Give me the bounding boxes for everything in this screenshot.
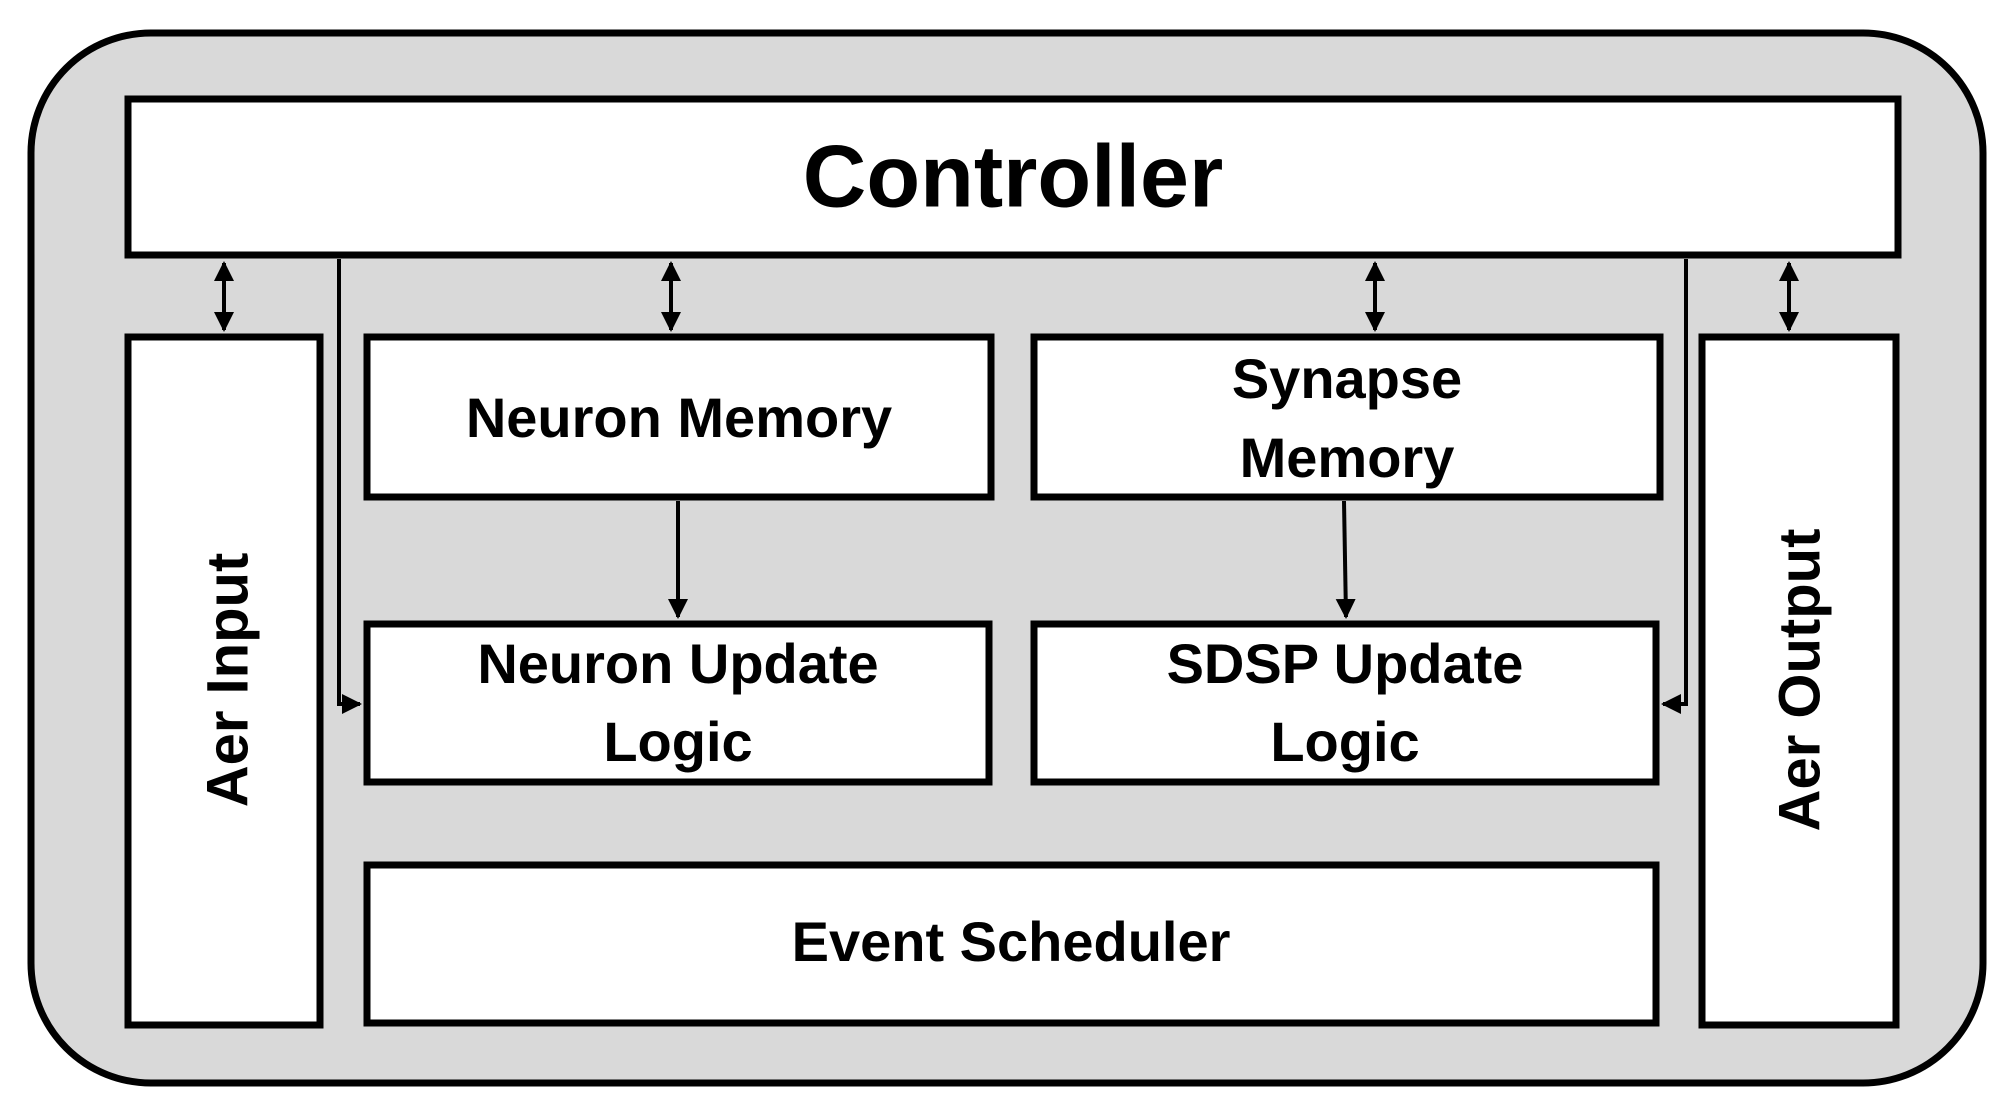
aer-input-block: Aer Input	[124, 333, 324, 1029]
neuron-update-logic-block: Neuron Update Logic	[363, 620, 993, 786]
aer-output-label: Aer Output	[1767, 529, 1832, 832]
neuron-memory-label: Neuron Memory	[466, 386, 892, 449]
controller-to-sdsp-update-connector	[1661, 259, 1688, 714]
synapse-memory-block: Synapse Memory	[1030, 333, 1664, 501]
chip-frame	[27, 29, 1987, 1087]
controller-label: Controller	[803, 126, 1223, 225]
neuron-update-label-line2: Logic	[603, 710, 752, 773]
synapse-memory-label-line2: Memory	[1240, 426, 1455, 489]
controller-block: Controller	[124, 95, 1902, 259]
event-scheduler-label: Event Scheduler	[792, 910, 1231, 973]
synapse-memory-label-line1: Synapse	[1232, 347, 1462, 410]
neuron-memory-block: Neuron Memory	[363, 333, 995, 501]
aer-input-label: Aer Input	[195, 553, 260, 808]
sdsp-update-label-line1: SDSP Update	[1167, 632, 1524, 695]
aer-output-block: Aer Output	[1698, 333, 1900, 1029]
synapse-memory-to-sdsp-arrow	[1335, 500, 1356, 619]
sdsp-update-logic-block: SDSP Update Logic	[1030, 620, 1660, 786]
neuron-update-label-line1: Neuron Update	[477, 632, 878, 695]
sdsp-update-label-line2: Logic	[1270, 710, 1419, 773]
event-scheduler-block: Event Scheduler	[363, 861, 1660, 1027]
controller-to-neuron-update-connector	[337, 259, 362, 714]
